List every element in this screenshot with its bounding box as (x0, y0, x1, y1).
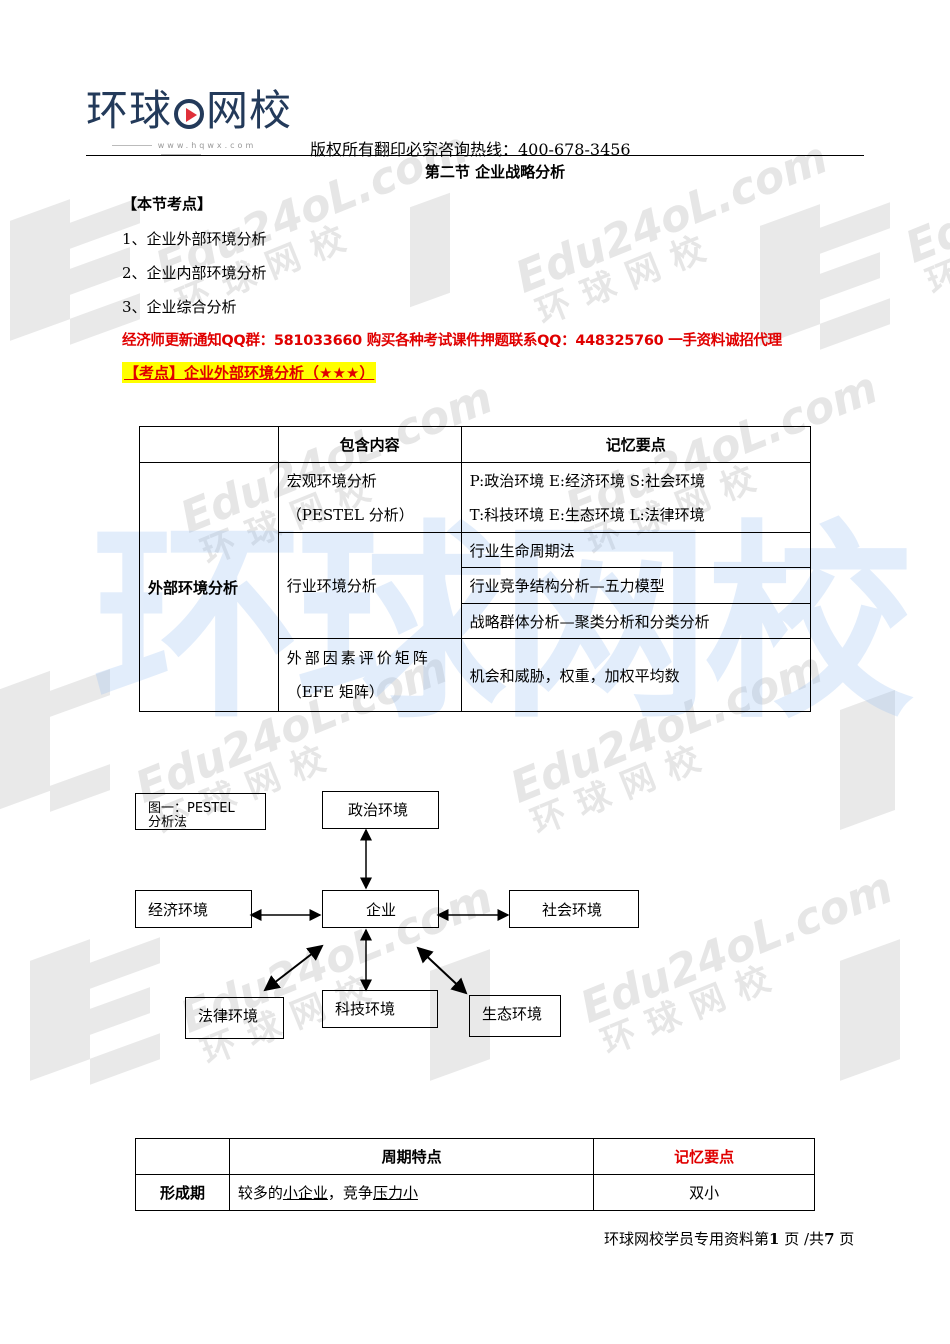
point-cell: 双小 (593, 1174, 815, 1211)
header-cell: 周期特点 (228, 1138, 595, 1175)
header-cell: 包含内容 (277, 426, 462, 463)
table-header-row: 周期特点 记忆要点 (135, 1138, 815, 1175)
node-economic: 经济环境 (135, 890, 252, 928)
header-cell: 记忆要点 (460, 426, 812, 463)
node-ecological: 生态环境 (469, 995, 561, 1037)
external-environment-table: 包含内容 记忆要点 外部环境分析 宏观环境分析（PESTEL 分析） P:政治环… (139, 426, 812, 712)
logo: 环球网校 (86, 88, 292, 134)
table-row: 外部环境分析 宏观环境分析（PESTEL 分析） P:政治环境 E:经济环境 S… (139, 462, 812, 712)
kaodian-heading: 【考点】企业外部环境分析（★★★） (122, 362, 377, 383)
feature-cell: 较多的小企业，竞争压力小 (228, 1174, 595, 1211)
points-cell: 行业生命周期法 (460, 532, 812, 568)
play-icon (174, 98, 205, 129)
key-points-title: 【本节考点】 (122, 195, 213, 213)
header-cell (139, 426, 279, 463)
table-row: 战略群体分析—聚类分析和分类分析 (140, 603, 812, 639)
node-social: 社会环境 (509, 890, 639, 928)
key-point-item: 3、企业综合分析 (122, 298, 237, 316)
content-cell: 外部因素评价矩阵（EFE 矩阵） (277, 638, 462, 712)
logo-text-left: 环球 (86, 86, 173, 135)
lifecycle-table: 周期特点 记忆要点 形成期 较多的小企业，竞争压力小 双小 (135, 1138, 815, 1211)
table-header-row: 包含内容 记忆要点 (139, 426, 812, 463)
table-row: 行业环境分析 行业生命周期法 (140, 532, 812, 639)
page-footer: 环球网校学员专用资料第1 页 /共7 页 (604, 1230, 855, 1248)
table-row: 形成期 较多的小企业，竞争压力小 双小 (135, 1174, 815, 1211)
node-technology: 科技环境 (322, 990, 438, 1028)
node-enterprise: 企业 (322, 890, 439, 928)
row-label: 外部环境分析 (139, 462, 279, 712)
copyright-hotline: 版权所有翻印必究咨询热线：400-678-3456 (310, 140, 631, 159)
promo-notice: 经济师更新通知QQ群：581033660 购买各种考试课件押题联系QQ：4483… (122, 333, 782, 349)
key-point-item: 1、企业外部环境分析 (122, 230, 267, 248)
key-point-item: 2、企业内部环境分析 (122, 264, 267, 282)
points-cell: 机会和威胁，权重，加权平均数 (460, 638, 812, 712)
header-cell: 记忆要点 (593, 1138, 815, 1175)
page-number: 1 (769, 1230, 780, 1248)
stage-cell: 形成期 (135, 1174, 230, 1211)
header-divider (86, 155, 864, 156)
table-row: 外部因素评价矩阵（EFE 矩阵） 机会和威胁，权重，加权平均数 (140, 638, 812, 712)
node-legal: 法律环境 (185, 997, 284, 1039)
points-cell: 战略群体分析—聚类分析和分类分析 (460, 603, 812, 639)
node-political: 政治环境 (322, 791, 439, 829)
logo-text-right: 网校 (206, 86, 293, 135)
logo-url: www.hqwx.com (86, 141, 276, 159)
section-title: 第二节 企业战略分析 (424, 163, 566, 181)
page-total: 7 (824, 1230, 835, 1248)
header-cell (135, 1138, 230, 1175)
